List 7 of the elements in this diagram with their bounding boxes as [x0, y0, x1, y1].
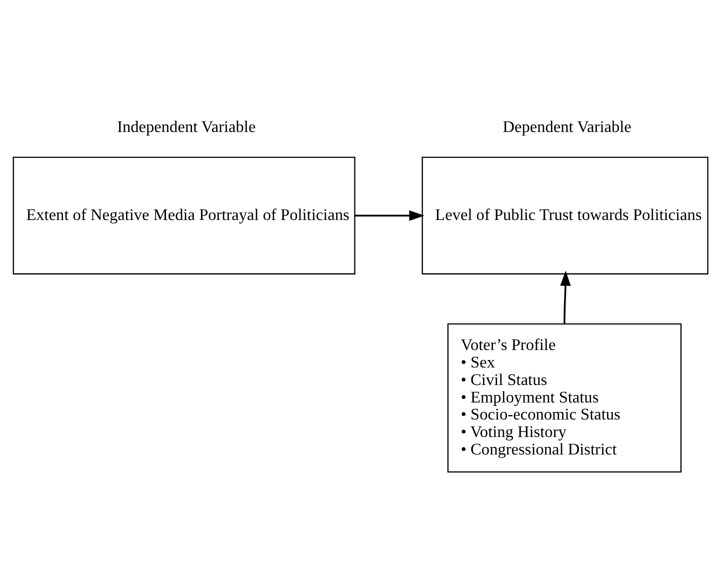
arrow: [354, 210, 424, 221]
arrow: [560, 270, 571, 324]
node-box: Voter’s Profile • Sex • Civil Status • Employment Status • Socio-economic Status • Voting History • Congressional District: [447, 323, 682, 472]
node-label: Independent Variable: [117, 116, 256, 136]
node-box: Extent of Negative Media Portrayal of Politicians: [12, 156, 356, 274]
node-box: Level of Public Trust towards Politicians: [422, 156, 708, 274]
node-label: Dependent Variable: [502, 116, 632, 136]
